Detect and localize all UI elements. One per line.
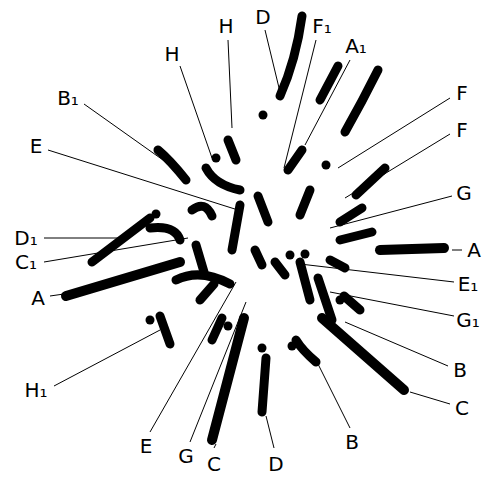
centromere-dot <box>152 210 161 219</box>
chromosome-label: A <box>467 240 481 260</box>
chromosome-label: E₁ <box>458 274 479 294</box>
chromosome <box>344 296 360 310</box>
chromosome-label: D <box>268 454 283 474</box>
chromosome <box>262 358 266 412</box>
centromere-dot <box>336 296 345 305</box>
chromosome <box>255 250 262 265</box>
chromosome-label: F <box>456 83 468 103</box>
chromosome-label: H <box>218 16 233 36</box>
leader-line <box>44 238 188 262</box>
chromosome-label: G₁ <box>456 310 480 330</box>
leader-line <box>300 264 454 282</box>
leader-line <box>190 302 246 442</box>
chromosome <box>232 205 240 250</box>
leader-line <box>265 30 280 92</box>
chromosome <box>258 196 268 222</box>
centromere-dot <box>259 111 268 120</box>
leader-line <box>410 392 450 404</box>
leader-line <box>214 444 216 448</box>
leader-line <box>50 294 64 296</box>
chromosome-label: E <box>30 136 43 156</box>
leader-line <box>452 250 462 251</box>
chromosome-label: G <box>178 446 194 466</box>
chromosome-label: D₁ <box>14 228 37 248</box>
leader-line <box>180 66 212 158</box>
leader-line <box>345 134 450 198</box>
leader-line <box>338 98 450 168</box>
chromosome <box>275 262 285 275</box>
chromosome <box>158 150 186 180</box>
chromosome <box>300 190 310 215</box>
leader-line <box>54 330 160 386</box>
centromere-dot <box>322 161 331 170</box>
centromere-dot <box>212 154 221 163</box>
chromosome-label: C₁ <box>15 252 37 272</box>
leader-lines <box>44 30 462 448</box>
chromosome <box>330 260 345 268</box>
chromosome <box>320 66 338 100</box>
chromosome <box>340 208 362 222</box>
chromosome <box>345 70 378 132</box>
chromosome <box>150 228 180 241</box>
chromosome-label: A₁ <box>345 36 367 56</box>
chromosome-label: H₁ <box>24 380 47 400</box>
chromosome <box>296 340 316 362</box>
centromere-dot <box>146 316 155 325</box>
chromosome <box>212 318 244 440</box>
centromere-dots <box>146 111 345 353</box>
chromosome <box>340 232 372 240</box>
chromosome-label: E <box>140 436 153 456</box>
chromosome-label: A <box>31 288 45 308</box>
centromere-dot <box>286 251 295 260</box>
centromere-dot <box>224 322 233 331</box>
leader-line <box>84 104 170 165</box>
chromosome <box>322 318 404 390</box>
leader-line <box>345 322 448 366</box>
leader-line <box>305 60 350 145</box>
leader-line <box>330 196 452 228</box>
chromosome-label: H <box>164 44 179 64</box>
chromosome <box>380 248 444 250</box>
chromosome <box>356 168 385 195</box>
chromosome <box>228 140 236 160</box>
centromere-dot <box>301 250 310 259</box>
chromosome <box>92 218 150 262</box>
chromosome <box>160 316 170 344</box>
leader-line <box>48 150 238 210</box>
chromosome-label: B₁ <box>57 88 79 108</box>
chromosome <box>300 262 310 300</box>
centromere-dot <box>258 344 267 353</box>
leader-line <box>266 416 274 448</box>
leader-line <box>44 238 118 239</box>
chromosome-label: G <box>456 183 472 203</box>
chromosome-label: B <box>345 432 359 452</box>
leader-line <box>330 292 454 316</box>
leader-line <box>318 364 350 428</box>
centromere-dot <box>288 342 297 351</box>
chromosome-label: F <box>456 120 468 140</box>
chromosome-label: D <box>255 7 270 27</box>
chromosome <box>192 206 212 216</box>
chromosome <box>206 168 240 190</box>
leader-line <box>228 40 232 128</box>
chromosomes <box>66 16 444 440</box>
chromosome <box>196 245 204 272</box>
chromosome-label: B <box>453 360 467 380</box>
chromosome <box>288 150 302 170</box>
chromosome <box>280 16 302 96</box>
leader-line <box>284 40 316 168</box>
leader-line <box>150 282 236 432</box>
chromosome-label: C <box>455 398 469 418</box>
chromosome-label: F₁ <box>312 16 332 36</box>
chromosome <box>200 284 214 300</box>
chromosome <box>66 262 180 296</box>
chromosome-label: C <box>207 454 221 474</box>
